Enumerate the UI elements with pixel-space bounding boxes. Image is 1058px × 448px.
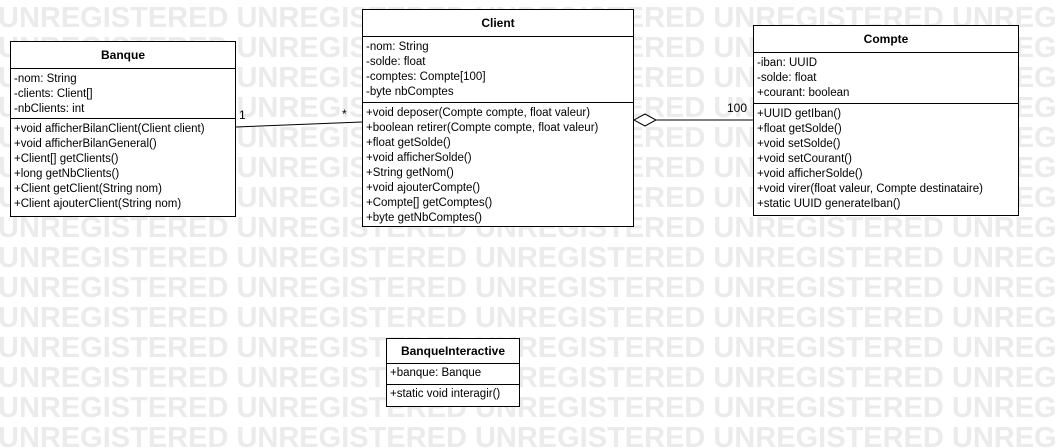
operation: +void afficherBilanClient(Client client) [14,123,205,135]
attributes-section: -iban: UUID -solde: float +courant: boolea… [754,53,1018,104]
operation: +Client[] getClients() [14,153,119,165]
operation: +void setSolde() [757,138,841,150]
operation: +float getSolde() [757,123,842,135]
operation: +UUID getIban() [757,108,842,120]
attributes-section: -nom: String -solde: float -comptes: Compt… [363,37,633,103]
operations-section: +UUID getIban() +float getSolde() +void se… [754,104,1018,212]
class-compte[interactable]: Compte -iban: UUID -solde: float +courant:… [753,25,1019,216]
class-banqueinteractive[interactable]: BanqueInteractive +banque: Banque +stati… [386,338,520,407]
operation: +boolean retirer(Compte compte, float va… [366,122,599,134]
operations-section: +void afficherBilanClient(Client client)… [11,119,235,212]
class-name: Client [363,10,633,37]
aggregation-diamond [632,113,658,127]
operation: +void afficherBilanGeneral() [14,138,157,150]
attribute: -nom: String [366,41,429,53]
attribute: -nom: String [14,73,77,85]
operation: +String getNom() [366,167,454,179]
operation: +void afficherSolde() [366,152,472,164]
operation: +void virer(float valeur, Compte destina… [757,183,983,195]
association-banque-client[interactable] [235,121,363,128]
operation: +void ajouterCompte() [366,182,481,194]
class-name: Banque [11,42,235,69]
multiplicity-client-end: * [342,107,347,121]
attribute: -nbClients: int [14,103,85,115]
attribute: +courant: boolean [757,87,850,99]
operation: +long getNbClients() [14,168,120,180]
multiplicity-compte-end: 100 [727,101,748,115]
class-client[interactable]: Client -nom: String -solde: float -comptes… [362,9,634,227]
multiplicity-banque-end: 1 [239,108,246,122]
attribute: -solde: float [757,72,817,84]
operations-section: +static void interagir() [387,385,519,402]
class-banque[interactable]: Banque -nom: String -clients: Client[] -nb… [10,41,236,217]
attributes-section: +banque: Banque [387,364,519,385]
operation: +void afficherSolde() [757,168,863,180]
operation: +void setCourant() [757,153,852,165]
operation: +static UUID generateIban() [757,198,901,210]
operation: +static void interagir() [390,388,501,400]
attribute: +banque: Banque [390,367,482,379]
attribute: -clients: Client[] [14,88,93,100]
class-name: BanqueInteractive [387,339,519,364]
operation: +float getSolde() [366,137,451,149]
operation: +byte getNbComptes() [366,212,483,224]
operation: +Client getClient(String nom) [14,183,162,195]
attributes-section: -nom: String -clients: Client[] -nbClients… [11,69,235,119]
operations-section: +void deposer(Compte compte, float valeu… [363,103,633,226]
attribute: -iban: UUID [757,57,818,69]
attribute: -solde: float [366,56,426,68]
operation: +Compte[] getComptes() [366,197,493,209]
attribute: -byte nbComptes [366,86,454,98]
class-name: Compte [754,26,1018,53]
operation: +Client ajouterClient(String nom) [14,198,182,210]
operation: +void deposer(Compte compte, float valeu… [366,107,591,119]
attribute: -comptes: Compte[100] [366,71,486,83]
